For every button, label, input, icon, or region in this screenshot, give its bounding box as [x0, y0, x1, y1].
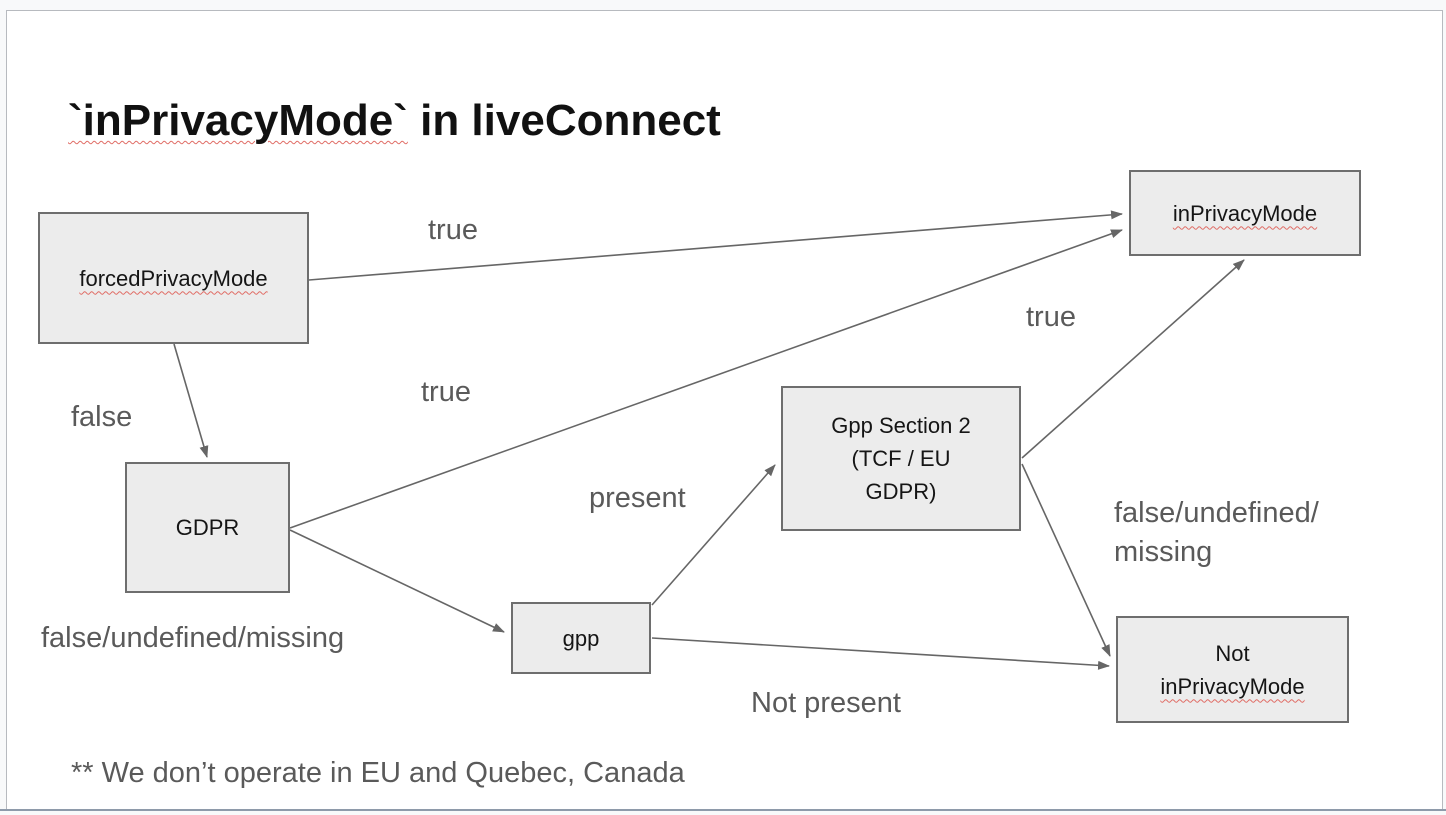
- edge-forced-to-gdpr: [173, 343, 209, 458]
- slide-canvas[interactable]: `inPrivacyMode` in liveConnect forcedPri…: [6, 10, 1443, 810]
- edge-label-not-present: Not present: [751, 687, 901, 719]
- node-in-privacy-mode-label: inPrivacyMode: [1172, 200, 1318, 226]
- edge-label-false: false: [71, 401, 133, 433]
- footer-note: ** We don’t operate in EU and Quebec, Ca…: [71, 757, 685, 789]
- slide-title: `inPrivacyMode` in liveConnect: [68, 96, 721, 146]
- edge-label-true-mid: true: [421, 376, 471, 408]
- node-forced-privacy-mode[interactable]: forcedPrivacyMode: [38, 212, 309, 344]
- edge-label-false-undefined-missing-right: false/undefined/ missing: [1114, 494, 1404, 572]
- node-gpp-label: gpp: [562, 625, 600, 651]
- fum-right-line2: missing: [1114, 536, 1213, 568]
- edge-label-true-top: true: [428, 214, 478, 246]
- node-gpp-section-2[interactable]: Gpp Section 2 (TCF / EU GDPR): [781, 386, 1021, 531]
- node-not-in-privacy-mode[interactable]: Not inPrivacyMode: [1116, 616, 1349, 723]
- node-in-privacy-mode[interactable]: inPrivacyMode: [1129, 170, 1361, 256]
- title-rest: in liveConnect: [407, 96, 721, 145]
- edge-gpp-to-notinprivacy: [651, 637, 1110, 670]
- node-not-in-privacy-mode-line2: inPrivacyMode: [1160, 673, 1305, 699]
- edge-label-present: present: [589, 482, 686, 514]
- title-code-part: `inPrivacyMode`: [68, 96, 408, 145]
- edge-section-to-notinprivacy: [1021, 463, 1111, 657]
- bottom-divider: [0, 809, 1446, 811]
- node-gpp-section-2-line3: GDPR): [865, 479, 937, 504]
- node-gpp-section-2-line2: (TCF / EU: [851, 446, 951, 471]
- fum-right-line1: false/undefined/: [1114, 497, 1319, 529]
- edge-label-true-right: true: [1026, 301, 1076, 333]
- edge-label-false-undefined-missing-left: false/undefined/missing: [41, 622, 345, 654]
- node-gpp[interactable]: gpp: [511, 602, 651, 674]
- node-forced-privacy-mode-label: forcedPrivacyMode: [79, 265, 268, 291]
- node-gpp-section-2-line1: Gpp Section 2: [831, 413, 971, 438]
- node-gdpr-label: GDPR: [175, 515, 240, 540]
- edge-gdpr-to-gpp: [289, 529, 505, 633]
- edge-section-to-inprivacy: [1021, 259, 1245, 459]
- node-gdpr[interactable]: GDPR: [125, 462, 290, 593]
- node-not-in-privacy-mode-line1: Not: [1215, 640, 1250, 666]
